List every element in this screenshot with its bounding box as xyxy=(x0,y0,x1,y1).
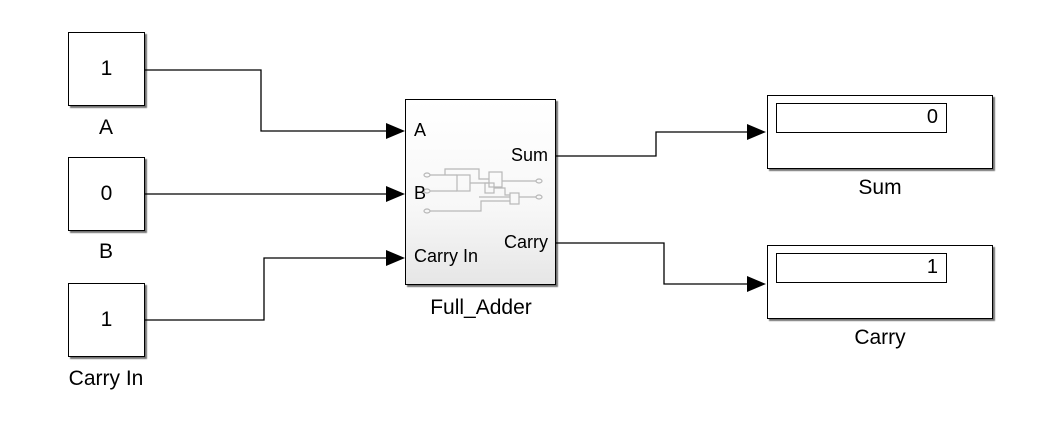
display-label-sum: Sum xyxy=(858,176,902,199)
constant-block-b[interactable]: 0 xyxy=(68,157,145,231)
constant-value-b: 0 xyxy=(100,182,113,205)
arrowhead-b xyxy=(386,186,405,202)
arrowhead-carry-in xyxy=(386,250,405,266)
display-label-carry: Carry xyxy=(854,326,906,349)
subsystem-thumbnail-icon xyxy=(423,168,543,214)
output-port-label-sum: Sum xyxy=(510,145,548,165)
display-value-carry: 1 xyxy=(776,253,947,283)
arrowhead-a xyxy=(386,123,405,139)
constant-value-a: 1 xyxy=(100,57,113,80)
constant-block-a[interactable]: 1 xyxy=(68,32,145,106)
display-block-carry[interactable]: 1 xyxy=(767,245,993,319)
signal-line-carry-in xyxy=(145,257,388,321)
input-port-label-carry-in: Carry In xyxy=(414,246,479,266)
signal-line-carry xyxy=(556,242,748,285)
output-port-label-carry: Carry xyxy=(504,232,548,252)
constant-value-carry-in: 1 xyxy=(100,308,113,331)
display-value-sum: 0 xyxy=(776,103,947,133)
constant-block-carry-in[interactable]: 1 xyxy=(68,283,145,357)
subsystem-label: Full_Adder xyxy=(430,296,532,319)
arrowhead-sum xyxy=(747,124,766,140)
constant-label-a: A xyxy=(98,116,114,139)
signal-line-a xyxy=(145,69,388,132)
signal-line-sum xyxy=(556,131,748,157)
constant-label-carry-in: Carry In xyxy=(68,367,144,390)
constant-label-b: B xyxy=(98,240,114,263)
arrowhead-carry xyxy=(747,276,766,292)
full-adder-subsystem[interactable] xyxy=(405,99,556,285)
input-port-label-a: A xyxy=(414,120,427,140)
input-port-label-b: B xyxy=(414,183,427,203)
display-block-sum[interactable]: 0 xyxy=(767,95,993,169)
